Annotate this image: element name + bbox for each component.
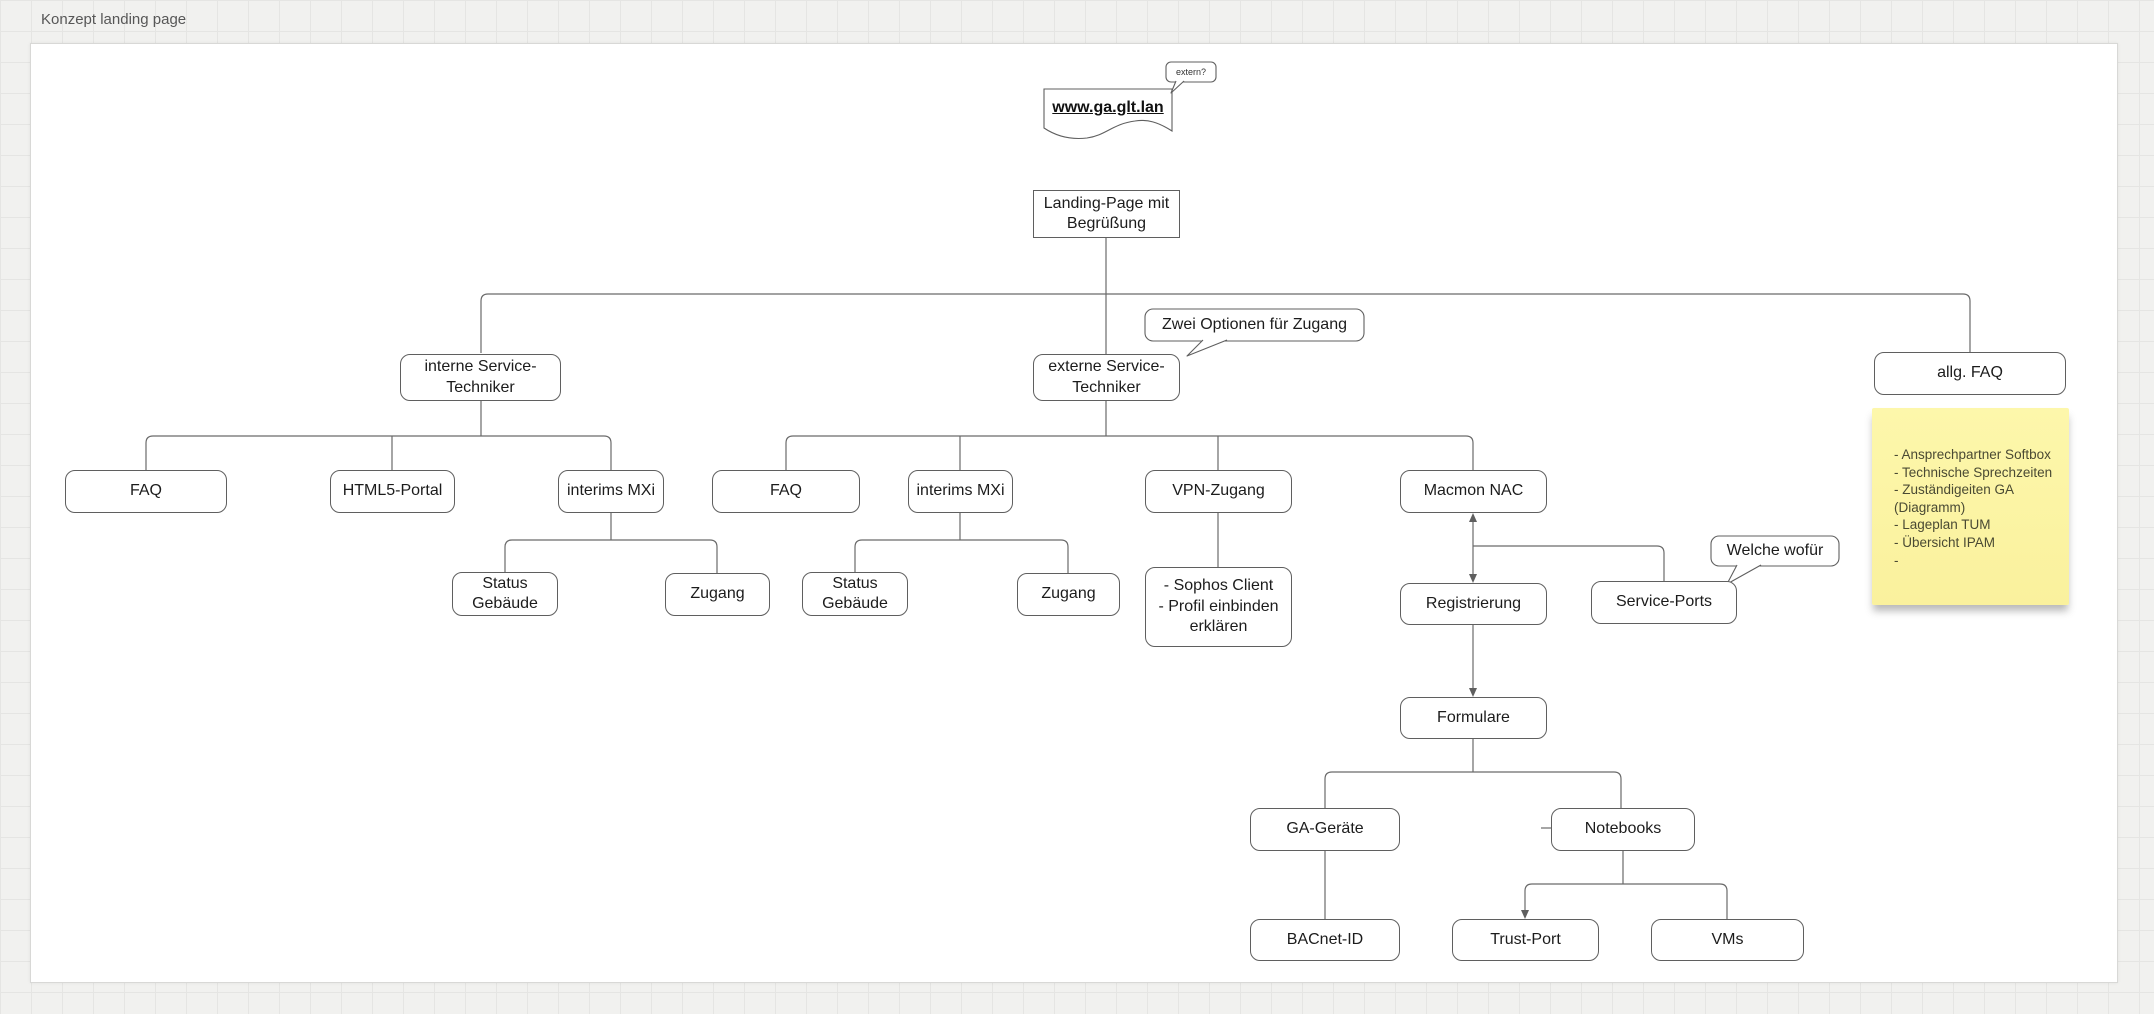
node-vpn-zugang[interactable]: VPN-Zugang xyxy=(1145,470,1292,513)
node-zugang-extern[interactable]: Zugang xyxy=(1017,573,1120,616)
node-formulare[interactable]: Formulare xyxy=(1400,697,1547,739)
sticky-note[interactable]: - Ansprechpartner Softbox - Technische S… xyxy=(1872,408,2069,605)
edge-mxi-intern-children xyxy=(504,513,718,573)
edge-formulare-children xyxy=(1324,739,1622,808)
callout-extern-tail xyxy=(1170,80,1185,94)
arrowhead-down-formulare xyxy=(1469,688,1477,697)
callout-zwei-optionen[interactable]: Zwei Optionen für Zugang xyxy=(1162,316,1347,333)
node-ga-geraete[interactable]: GA-Geräte xyxy=(1250,808,1400,851)
callout-zwei-tail xyxy=(1186,339,1228,357)
arrowhead-down-registrierung xyxy=(1469,574,1477,583)
node-vms[interactable]: VMs xyxy=(1651,919,1804,961)
callout-welche-wofuer[interactable]: Welche wofür xyxy=(1726,542,1824,559)
node-html5-portal[interactable]: HTML5-Portal xyxy=(330,470,455,513)
node-sophos-hinweise[interactable]: - Sophos Client - Profil einbinden erklä… xyxy=(1145,567,1292,647)
callout-welche-tail xyxy=(1726,564,1762,585)
node-landing-page[interactable]: Landing-Page mit Begrüßung xyxy=(1033,190,1180,238)
callout-zwei-bubble xyxy=(1144,308,1365,342)
edge-interne-children xyxy=(145,401,612,470)
node-faq-intern[interactable]: FAQ xyxy=(65,470,227,513)
node-interims-mxi-extern[interactable]: interims MXi xyxy=(908,470,1013,513)
callout-extern-bubble xyxy=(1165,61,1217,83)
node-interne-service-techniker[interactable]: interne Service- Techniker xyxy=(400,354,561,401)
callout-extern[interactable]: extern? xyxy=(1175,67,1207,77)
document-shape xyxy=(1043,88,1173,140)
arrowhead-up-macmon xyxy=(1469,513,1477,522)
edge-to-service-ports xyxy=(1473,545,1665,581)
edge-mxi-extern-children xyxy=(854,513,1069,573)
node-trust-port[interactable]: Trust-Port xyxy=(1452,919,1599,961)
node-bacnet-id[interactable]: BACnet-ID xyxy=(1250,919,1400,961)
edge-notebooks-children xyxy=(1524,851,1728,919)
node-service-ports[interactable]: Service-Ports xyxy=(1591,581,1737,624)
edge-externe-children xyxy=(785,401,1474,470)
node-zugang-intern[interactable]: Zugang xyxy=(665,573,770,616)
node-faq-extern[interactable]: FAQ xyxy=(712,470,860,513)
node-externe-service-techniker[interactable]: externe Service- Techniker xyxy=(1033,354,1180,401)
node-status-gebaeude-extern[interactable]: Status Gebäude xyxy=(802,572,908,616)
page-title: Konzept landing page xyxy=(41,11,187,28)
callout-welche-bubble xyxy=(1710,535,1840,567)
node-status-gebaeude-intern[interactable]: Status Gebäude xyxy=(452,572,558,616)
node-allg-faq[interactable]: allg. FAQ xyxy=(1874,352,2066,395)
arrowhead-down-trust-port xyxy=(1521,910,1529,919)
node-registrierung[interactable]: Registrierung xyxy=(1400,583,1547,625)
node-www-url[interactable]: www.ga.glt.lan xyxy=(1052,99,1164,116)
node-interims-mxi-intern[interactable]: interims MXi xyxy=(558,470,664,513)
edge-top-rail xyxy=(480,293,1971,353)
node-macmon-nac[interactable]: Macmon NAC xyxy=(1400,470,1547,513)
node-notebooks[interactable]: Notebooks xyxy=(1551,808,1695,851)
